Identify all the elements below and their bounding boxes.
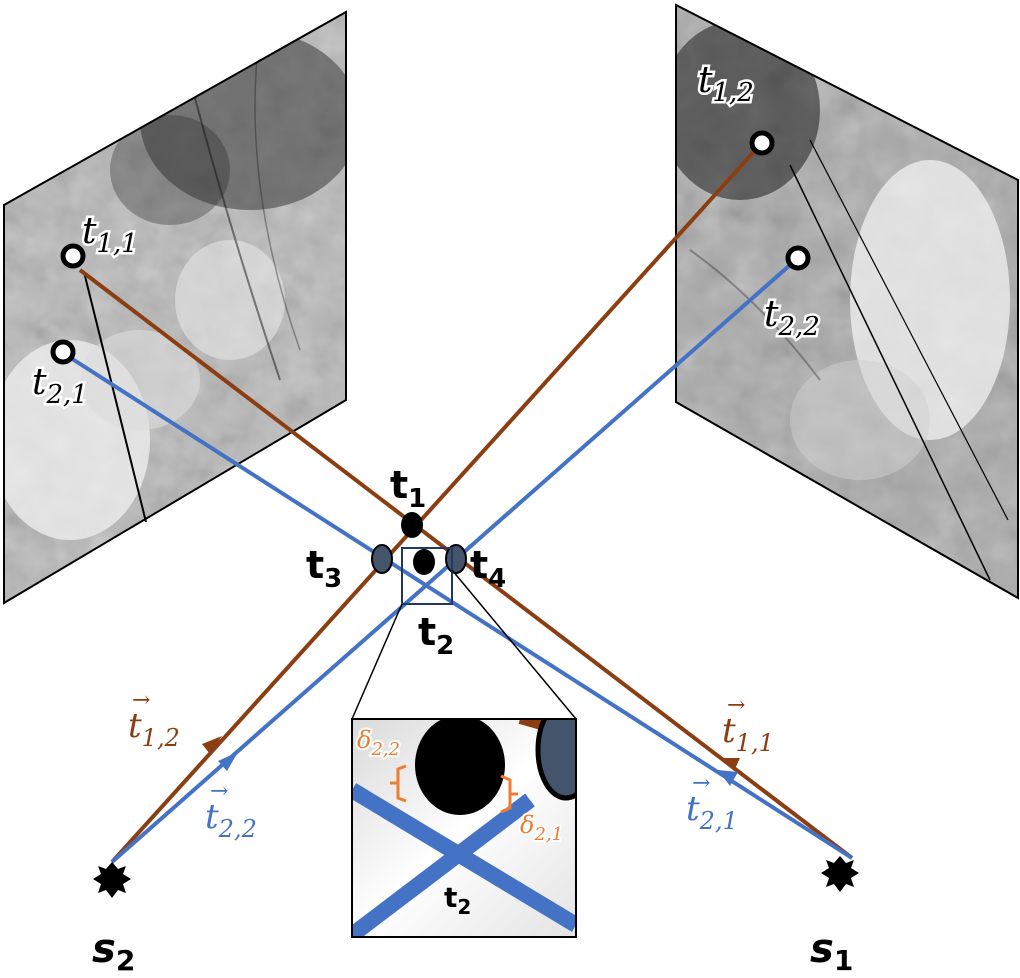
zoom-connector-left [351, 603, 403, 720]
label-d22: δ2,2 [357, 726, 400, 760]
arrowhead-t12 [202, 736, 222, 754]
svg-text:→: → [727, 693, 745, 718]
svg-text:t1,1: t1,1 [722, 711, 774, 757]
detector-markers [50, 130, 811, 365]
zoom-box [401, 547, 453, 605]
label-s2: s2 [92, 926, 135, 977]
svg-text:t1,2: t1,2 [128, 706, 180, 752]
label-vec-t11: → t1,1 [722, 693, 774, 757]
label-t4: t4 [470, 543, 506, 594]
panel-labels: t1,1 t2,1 t1,2 t2,2 [30, 58, 823, 413]
svg-text:→: → [132, 688, 150, 713]
inset-point-t4 [535, 719, 576, 801]
marker-t12 [749, 130, 775, 156]
inset-blue-ray-b [352, 793, 535, 937]
label-t2: t2 [418, 610, 454, 661]
label-t1: t1 [390, 463, 426, 514]
ray-blue-left [61, 351, 854, 860]
point-t3 [371, 544, 393, 574]
label-d21: δ2,1 [520, 811, 563, 845]
label-vec-t12: → t1,2 [128, 688, 180, 752]
source-s1-icon [821, 856, 859, 892]
inset-bracket-d22 [390, 764, 407, 803]
inset-zoom: δ2,2 δ2,1 t2 [351, 718, 577, 938]
point-t4 [445, 544, 467, 574]
label-vec-t22: → t2,2 [205, 779, 257, 843]
inset-bracket-d21 [500, 774, 518, 814]
svg-text:→: → [210, 779, 228, 804]
arrowhead-t21 [718, 770, 738, 786]
marker-t22 [785, 245, 811, 271]
svg-text:→: → [692, 771, 710, 796]
point-t2 [413, 549, 435, 575]
ray-arrowheads [202, 736, 740, 786]
label-t12: t1,2 [698, 60, 754, 108]
left-xray-panel [3, 10, 347, 605]
source-s2-icon [93, 862, 131, 898]
center-points [351, 512, 577, 720]
marker-t21 [50, 339, 76, 365]
label-s1: s1 [810, 926, 853, 977]
point-t1 [401, 512, 423, 538]
label-inset-t2: t2 [444, 881, 471, 919]
arrowhead-t11 [722, 758, 740, 771]
ray-brown-right [110, 143, 762, 864]
zoom-connector-right [451, 569, 577, 720]
label-t11: t1,1 [82, 211, 138, 259]
ray-labels: → t1,2 → t2,2 → t1,1 → t2,1 [128, 688, 774, 843]
label-t21: t2,1 [32, 362, 88, 410]
inset-point-t2 [415, 719, 505, 815]
sources: s2 s1 [92, 856, 859, 977]
center-labels: t1 t3 t4 t2 [306, 463, 506, 661]
label-t22: t2,2 [764, 294, 820, 342]
arrowhead-t22 [218, 752, 238, 771]
marker-t11 [60, 243, 86, 269]
svg-text:t2,1: t2,1 [686, 789, 738, 835]
label-vec-t21: → t2,1 [686, 771, 738, 835]
label-t3: t3 [306, 543, 342, 594]
svg-text:t2,2: t2,2 [205, 797, 257, 843]
